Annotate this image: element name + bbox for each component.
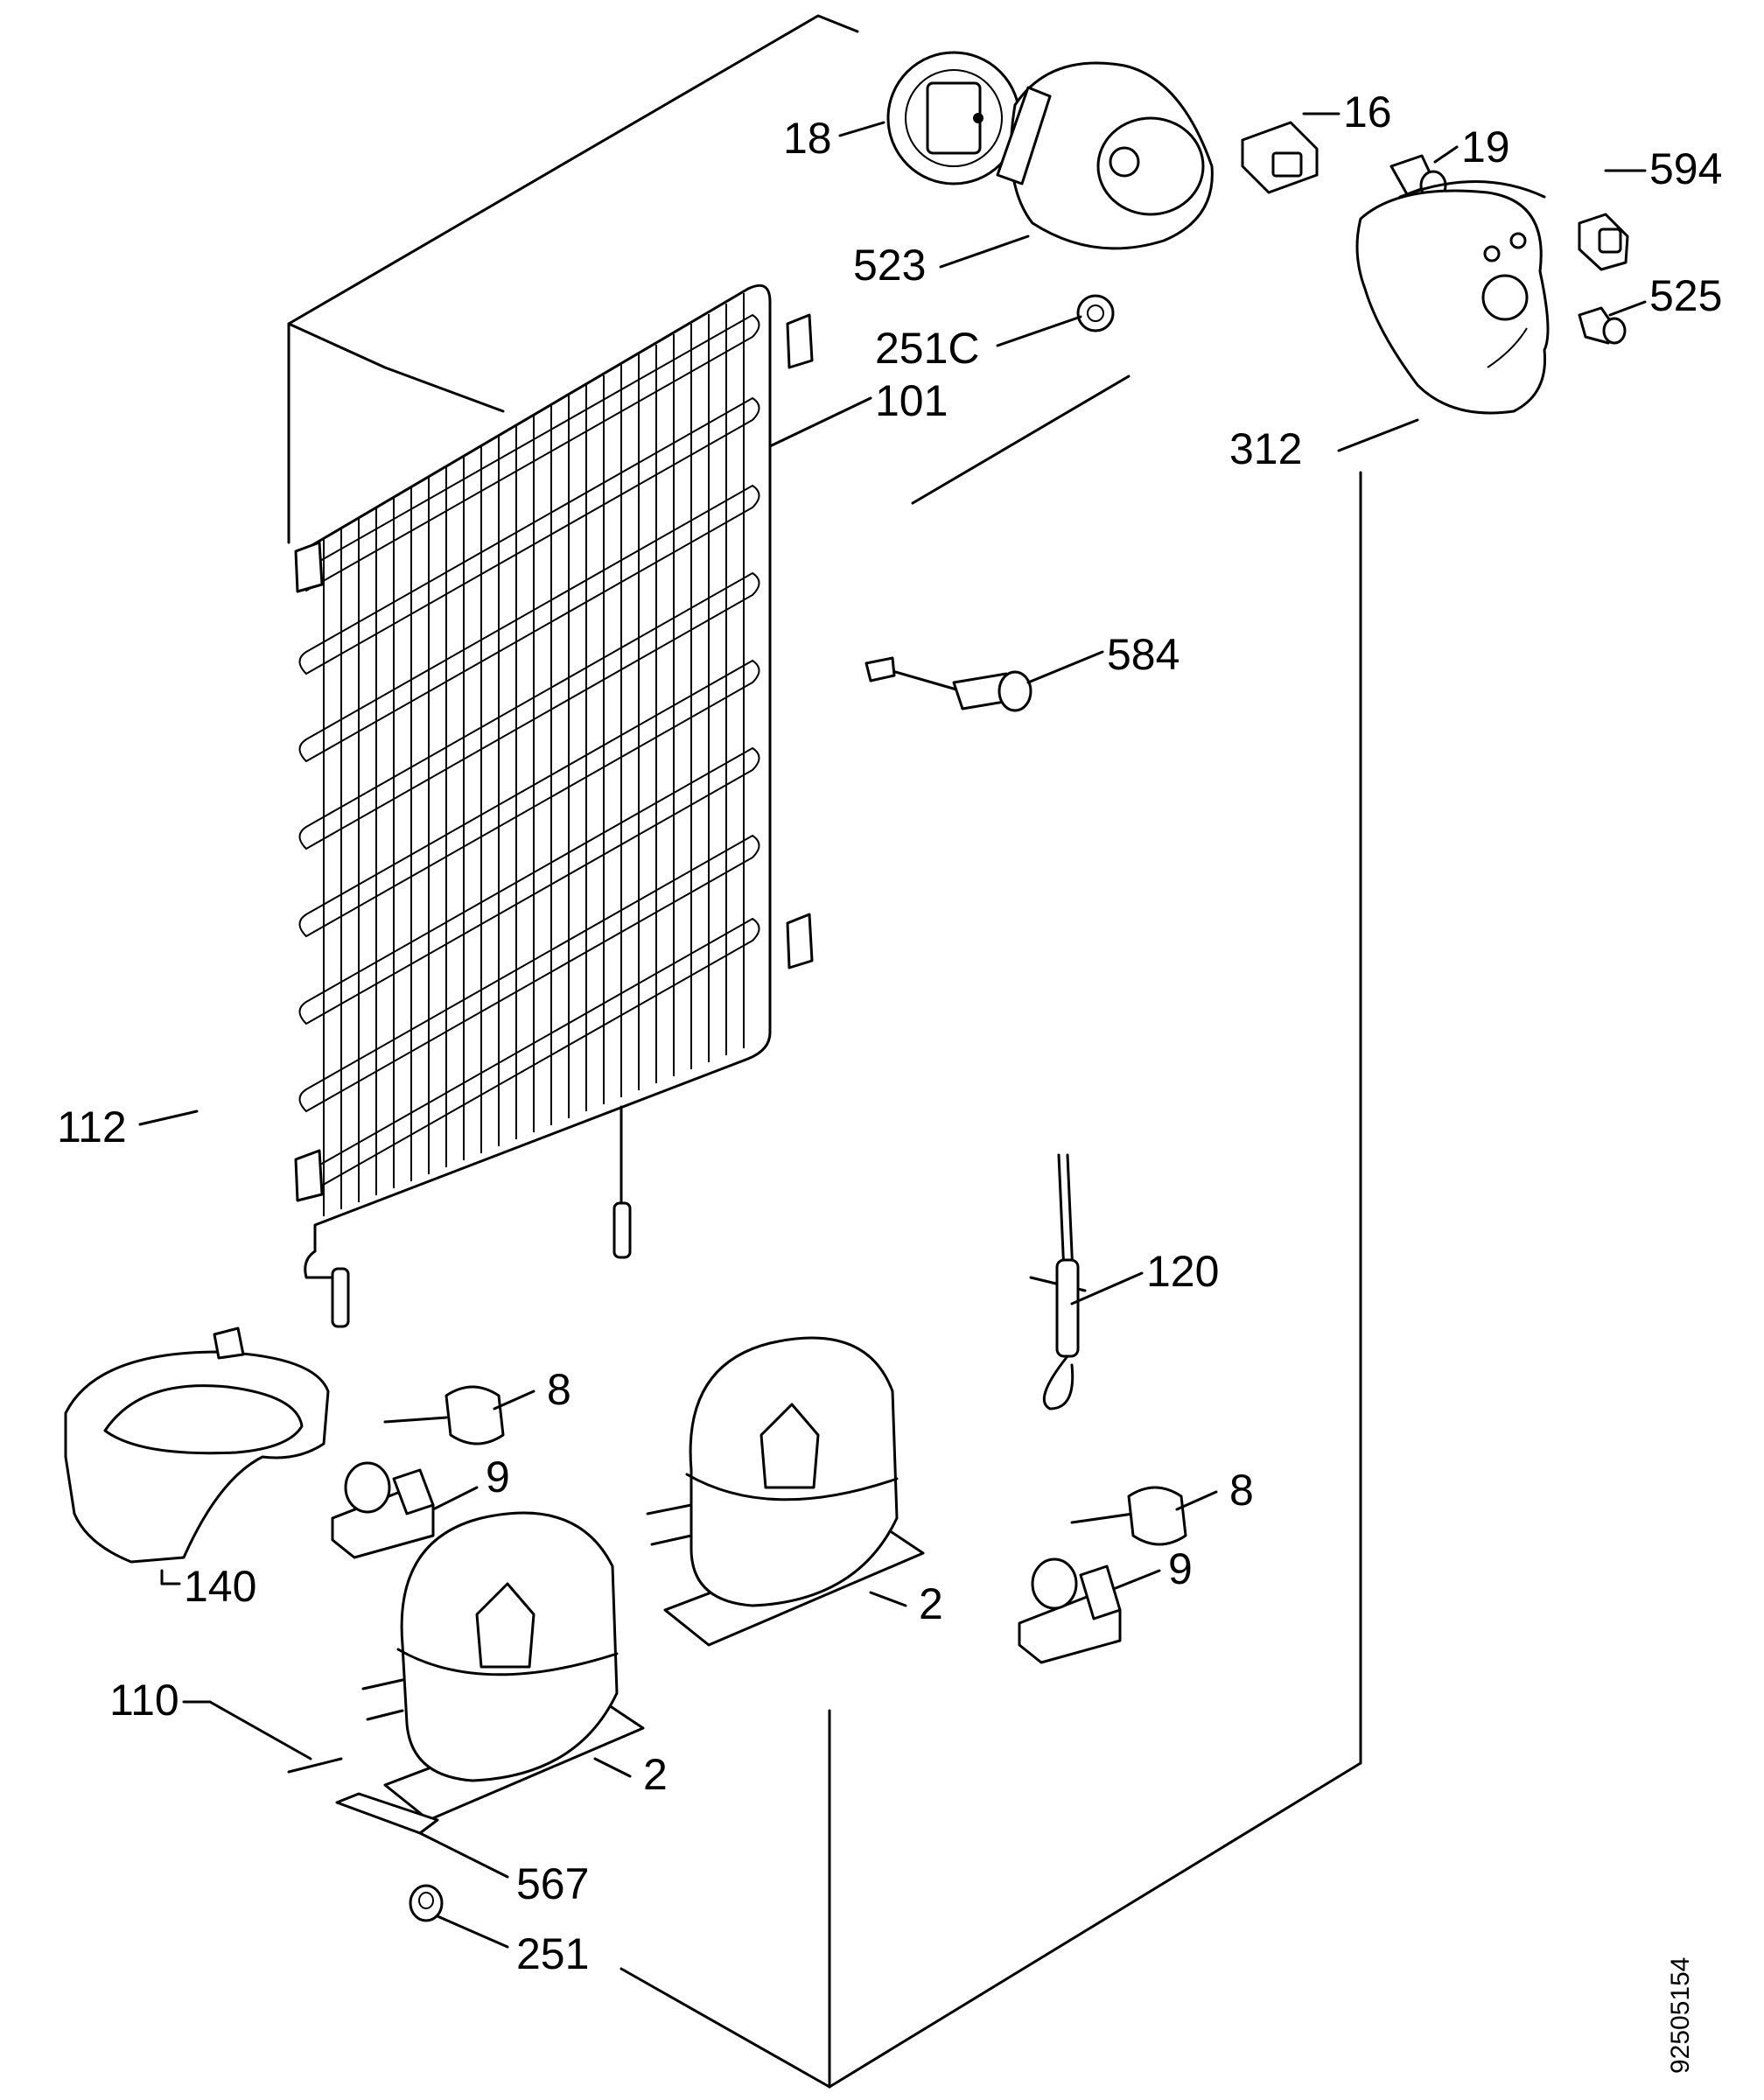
label-control-housing: 312: [1229, 424, 1302, 473]
capillary-drier: [1029, 1153, 1087, 1410]
spring-washer-c: [1076, 294, 1115, 332]
control-housing: [1355, 180, 1550, 415]
label-condenser: 101: [875, 376, 948, 425]
label-switch: 16: [1343, 88, 1392, 136]
thermostat-knob: [1578, 213, 1629, 271]
label-spring-washer-c: 251C: [875, 324, 980, 373]
label-compressor-b: 2: [643, 1750, 668, 1799]
cabinet-outline: [287, 14, 1362, 2089]
condenser-coil: [294, 284, 814, 1328]
overload-a: [331, 1461, 435, 1559]
label-drain-hose: 112: [57, 1102, 127, 1152]
label-mount-plate: 567: [516, 1859, 589, 1908]
relay-b: [1070, 1486, 1187, 1546]
label-fan: 18: [783, 114, 832, 163]
mount-plate: [335, 1792, 439, 1835]
fan-assembly: [886, 51, 1021, 186]
label-drip-tray: 140: [184, 1562, 256, 1611]
fan-cover: [996, 61, 1214, 250]
grommet: [409, 1884, 444, 1922]
document-number: 92505154: [1666, 1957, 1695, 2074]
filling-tube: [287, 1757, 343, 1774]
compressor-a: [646, 1336, 925, 1647]
label-relay-a: 8: [547, 1365, 571, 1414]
label-relay-b: 8: [1229, 1466, 1254, 1515]
overload-b: [1018, 1558, 1122, 1664]
label-lamp-holder: 525: [1649, 271, 1722, 320]
leader-lines: [138, 112, 1647, 1949]
label-compressor-a: 2: [919, 1579, 943, 1628]
label-capillary-drier: 120: [1146, 1247, 1219, 1296]
label-grommet: 251: [516, 1929, 589, 1978]
lamp-holder: [1578, 306, 1627, 345]
label-overload-b: 9: [1168, 1544, 1193, 1593]
label-sensor: 584: [1107, 630, 1180, 679]
relay-a: [383, 1385, 505, 1446]
compressor-b: [361, 1511, 645, 1822]
label-bulb: 19: [1461, 122, 1510, 172]
label-fan-cover: 523: [853, 241, 926, 290]
part-labels: 18 523 16 19 594 525 312 251C 101 584 11…: [57, 88, 1722, 2074]
label-thermostat-knob: 594: [1649, 144, 1722, 193]
drip-tray: [64, 1326, 330, 1564]
sensor: [864, 656, 1032, 712]
label-filling-tube: 110: [109, 1676, 179, 1725]
label-overload-a: 9: [486, 1452, 510, 1502]
drain-hose: [196, 859, 268, 1200]
switch: [1241, 121, 1319, 194]
